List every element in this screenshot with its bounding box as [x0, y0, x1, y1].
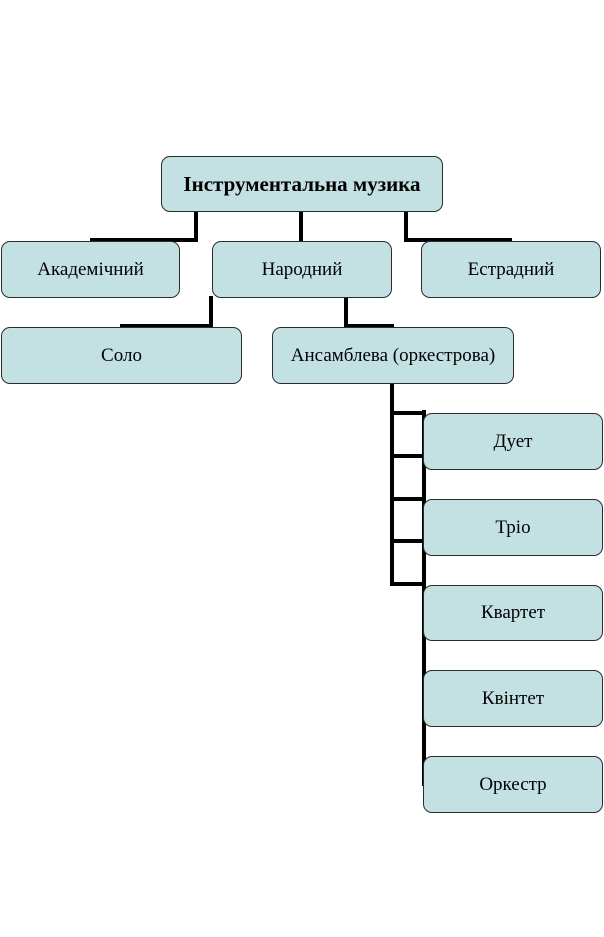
node-label: Академічний: [37, 258, 144, 280]
node-ensemble: Ансамблева (оркестрова): [272, 327, 514, 384]
node-label: Ансамблева (оркестрова): [290, 344, 496, 366]
connector-ensemble-ladder: [390, 382, 426, 786]
node-label: Інструментальна музика: [183, 171, 421, 196]
node-quintet: Квінтет: [423, 670, 603, 727]
node-pop: Естрадний: [421, 241, 601, 298]
node-label: Соло: [101, 344, 142, 366]
node-folk: Народний: [212, 241, 392, 298]
node-label: Естрадний: [467, 258, 555, 280]
node-duet: Дует: [423, 413, 603, 470]
connector-folk-solo: [120, 296, 213, 328]
connector-folk-ensemble: [344, 296, 394, 328]
node-label: Квінтет: [481, 687, 545, 709]
node-label: Квартет: [480, 602, 546, 623]
connector-root-pop: [404, 210, 512, 242]
node-label: Дует: [493, 430, 533, 452]
node-instrumental-music: Інструментальна музика: [161, 156, 443, 212]
connector-root-academic: [90, 210, 198, 242]
node-label: Тріо: [495, 516, 531, 538]
node-label: Оркестр: [479, 773, 547, 795]
node-solo: Соло: [1, 327, 242, 384]
node-label: Народний: [261, 258, 343, 280]
node-quartet: Квартет: [423, 585, 603, 641]
node-trio: Тріо: [423, 499, 603, 556]
node-academic: Академічний: [1, 241, 180, 298]
node-orchestra: Оркестр: [423, 756, 603, 813]
